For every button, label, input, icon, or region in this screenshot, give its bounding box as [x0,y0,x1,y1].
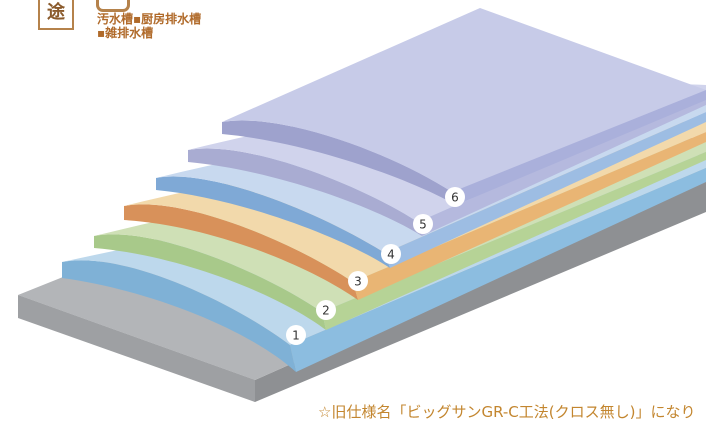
badge-4: 4 [381,244,401,264]
layer-6 [222,8,706,205]
footnote: ☆旧仕様名「ビッグサンGR-C工法(クロス無し)」になり [318,403,696,421]
badge-3-label: 3 [354,275,362,289]
badge-2-label: 2 [322,304,330,318]
usage-line-1: 汚水槽▪厨房排水槽 [97,12,202,26]
usage-line-2: ▪雑排水槽 [97,26,154,40]
usage-text: 汚水槽▪厨房排水槽 ▪雑排水槽 [97,12,201,40]
badge-1: 1 [286,325,306,345]
badge-2: 2 [316,300,336,320]
badge-1-label: 1 [292,329,300,343]
badge-6-label: 6 [451,191,459,205]
badge-5-label: 5 [419,218,427,232]
usage-tag-box: 途 [38,0,74,30]
badge-6: 6 [445,187,465,207]
tank-icon [96,0,130,12]
badge-3: 3 [348,271,368,291]
badge-5: 5 [413,214,433,234]
badge-4-label: 4 [387,248,395,262]
